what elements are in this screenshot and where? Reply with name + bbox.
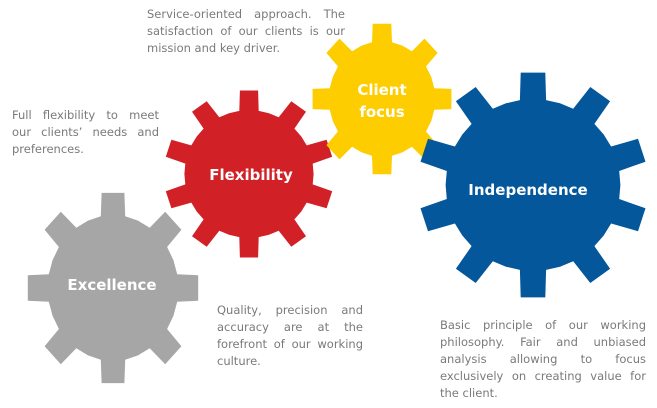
independence-description: Basic principle of our working philosoph… [440, 318, 646, 400]
client-focus-gear [312, 23, 452, 175]
client-focus-label-line1: Client [357, 81, 407, 99]
client-focus-description: Service-oriented approach. The satisfact… [147, 7, 345, 55]
client-focus-label-line2: focus [359, 103, 405, 121]
flexibility-label: Flexibility [209, 166, 293, 184]
independence-label: Independence [468, 181, 588, 199]
excellence-label: Excellence [67, 276, 157, 294]
flexibility-gear [165, 90, 333, 258]
flexibility-description: Full flexibility to meet our clients’ ne… [12, 108, 159, 156]
excellence-gear [27, 192, 199, 384]
excellence-description: Quality, precision and accuracy are at t… [217, 303, 363, 368]
independence-gear [420, 72, 646, 298]
client-focus-label: Client focus [357, 79, 406, 123]
